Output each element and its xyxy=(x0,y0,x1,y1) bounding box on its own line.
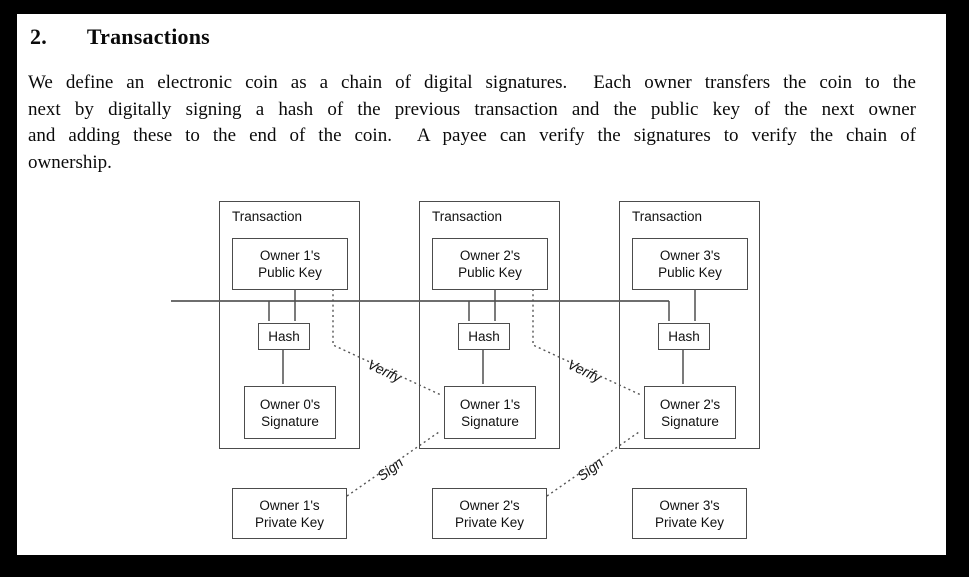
signature-box-1: Owner 0's Signature xyxy=(244,386,336,439)
paragraph-line: ownership. xyxy=(28,151,112,173)
public-key-box-3: Owner 3's Public Key xyxy=(632,238,748,290)
paragraph-line: and adding these to the end of the coin.… xyxy=(28,125,916,146)
section-heading: 2. Transactions xyxy=(30,24,210,50)
signature-box-2: Owner 1's Signature xyxy=(444,386,536,439)
private-key-box-2: Owner 2's Private Key xyxy=(432,488,547,539)
section-number: 2. xyxy=(30,24,47,49)
transaction-label-3: Transaction xyxy=(632,209,703,224)
hash-box-3: Hash xyxy=(658,323,710,350)
private-key-box-1: Owner 1's Private Key xyxy=(232,488,347,539)
paragraph-line: next by digitally signing a hash of the … xyxy=(28,98,916,120)
signature-box-3: Owner 2's Signature xyxy=(644,386,736,439)
transaction-label-2: Transaction xyxy=(432,209,503,224)
verify-arrow-2 xyxy=(532,289,642,396)
hash-box-2: Hash xyxy=(458,323,510,350)
paragraph-line: We define an electronic coin as a chain … xyxy=(28,72,916,93)
public-key-box-1: Owner 1's Public Key xyxy=(232,238,348,290)
public-key-box-2: Owner 2's Public Key xyxy=(432,238,548,290)
verify-arrow-1 xyxy=(332,289,442,396)
body-paragraph: We define an electronic coin as a chain … xyxy=(28,70,916,176)
sign-arrow-1 xyxy=(346,431,440,497)
hash-box-1: Hash xyxy=(258,323,310,350)
transaction-label-1: Transaction xyxy=(232,209,303,224)
sign-arrow-2 xyxy=(546,431,640,497)
section-title: Transactions xyxy=(86,24,210,49)
private-key-box-3: Owner 3's Private Key xyxy=(632,488,747,539)
